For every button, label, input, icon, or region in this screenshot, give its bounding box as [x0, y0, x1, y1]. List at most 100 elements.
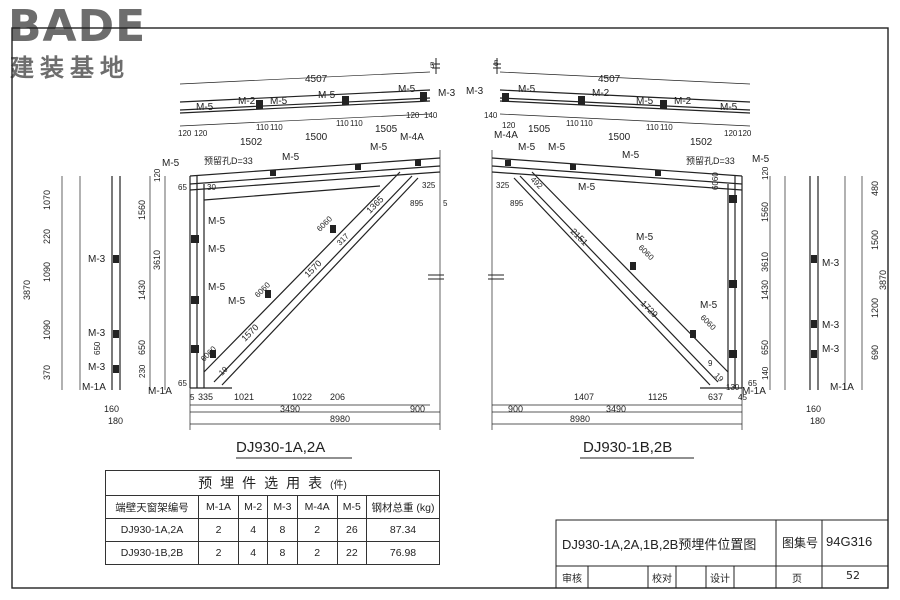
title-block-main-row: DJ930-1A,2A,1B,2B预埋件位置图 图集号 94G316 — [556, 520, 888, 564]
right-vert-dim-10: 120 — [761, 166, 770, 180]
right-part-18: M-1A — [742, 386, 766, 397]
title-block-sign-row: 审核 校对 设计 页 52 — [556, 566, 888, 586]
left-vert-dim-4: 370 — [42, 365, 52, 380]
right-part-11: M-5 — [578, 182, 596, 193]
right-diag-dim-3: 895 — [510, 199, 524, 208]
right-part-13: M-5 — [700, 300, 718, 311]
table-cell: 4 — [238, 541, 269, 565]
right-diag-dim-5: 6060 — [699, 313, 718, 332]
right-part-3: M-5 — [636, 96, 654, 107]
left-caption: DJ930-1A,2A — [236, 439, 325, 456]
left-part-3: M-5 — [318, 90, 336, 101]
right-top-small-8: 120 — [738, 129, 752, 138]
right-part-7: M-5 — [518, 142, 536, 153]
left-diag-dim-1: 1570 — [302, 258, 323, 279]
left-vert-dim-13: 65 — [178, 183, 187, 192]
left-top-small-5: 110 — [350, 119, 363, 128]
right-part-9: M-5 — [622, 150, 640, 161]
right-part-17: M-1A — [830, 382, 854, 393]
right-top-dim-2: 1500 — [608, 132, 631, 143]
right-top-small-7: 120 — [724, 129, 738, 138]
left-vert-dim-9: 650 — [137, 340, 147, 355]
left-diag-dim-5: 895 — [410, 199, 424, 208]
title-block: DJ930-1A,2A,1B,2B预埋件位置图 图集号 94G316 审核 校对… — [556, 520, 888, 586]
table-header-row: 端壁天窗架编号 M-1A M-2 M-3 M-4A M-5 钢材总重 (kg) — [105, 495, 440, 519]
right-top-small-6: 110 — [660, 123, 673, 132]
right-part-5: M-5 — [720, 102, 738, 113]
left-frame — [111, 89, 441, 390]
center-break-marks — [428, 58, 504, 280]
right-bottom-dim-2: 1125 — [648, 392, 667, 402]
right-top-dim-3: 1502 — [690, 137, 713, 148]
left-vert-dim-6: 1560 — [137, 200, 147, 220]
right-top-small-0: 140 — [484, 111, 498, 120]
left-part-13: M-4A — [400, 132, 424, 143]
right-bottom-dim-8: 130 — [726, 383, 740, 392]
set-number: 94G316 — [826, 534, 873, 549]
page-label: 页 — [792, 574, 802, 585]
left-diag-dim-0: 1570 — [239, 322, 260, 343]
right-part-8: M-5 — [548, 142, 566, 153]
right-vert-dim-7: 1430 — [760, 280, 770, 300]
right-diag-dim-9: 19 — [713, 371, 726, 384]
table-cell: 8 — [267, 518, 298, 542]
left-part-14: M-3 — [88, 254, 106, 265]
left-bottom-dim-2: 1022 — [292, 392, 312, 402]
left-bottom-dim-5: 900 — [410, 404, 425, 414]
table-cell: 76.98 — [366, 541, 440, 565]
title-block-frame — [555, 519, 889, 589]
left-vert-dim-11: 230 — [138, 364, 147, 378]
left-part-4: M-3 — [438, 88, 456, 99]
table-caption: 预埋件选用表 — [198, 475, 331, 491]
left-part-17: M-1A — [82, 382, 106, 393]
left-top-small-8: 5 — [430, 61, 435, 70]
left-top-small-0: 120 — [178, 129, 192, 138]
left-part-8: M-5 — [370, 142, 388, 153]
left-bottom-dim-0: 335 — [198, 392, 213, 402]
table-row: DJ930-1A,2A 2 4 8 2 26 87.34 — [105, 518, 440, 542]
left-vert-dim-14: 30 — [207, 183, 216, 192]
left-vert-dim-8: 1430 — [137, 280, 147, 300]
table-cell: 2 — [296, 518, 338, 542]
left-part-12: M-5 — [228, 296, 246, 307]
table-header: M-2 — [238, 495, 269, 519]
right-top-dim-0: 4507 — [598, 74, 621, 85]
right-diag-dim-1: 1729 — [639, 298, 660, 319]
logo-sub-text: 建装基地 — [10, 54, 130, 82]
right-dim-lines — [491, 71, 863, 430]
left-top-small-1: 120 — [194, 129, 208, 138]
left-part-15: M-3 — [88, 328, 106, 339]
right-vert-dim-4: 690 — [870, 345, 880, 360]
right-vert-dim-6: 3610 — [760, 252, 770, 272]
right-vert-dim-9: 140 — [761, 366, 770, 380]
table-unit: (件) — [330, 480, 347, 491]
right-part-16: M-3 — [822, 344, 840, 355]
left-bottom-dim-4: 3490 — [280, 404, 300, 414]
table-row: DJ930-1B,2B 2 4 8 2 22 76.98 — [105, 541, 440, 565]
table-header: M-3 — [267, 495, 298, 519]
right-diag-dim-0: 2151 — [569, 226, 590, 247]
left-part-7: M-5 — [282, 152, 300, 163]
left-diag-dim-3: 317 — [335, 231, 351, 247]
embedded-parts-table: 预埋件选用表(件) 端壁天窗架编号 M-1A M-2 M-3 M-4A M-5 … — [105, 470, 440, 565]
table-header: 端壁天窗架编号 — [105, 495, 199, 519]
right-diag-dim-6: 6060 — [711, 172, 720, 190]
right-vert-dim-0: 480 — [870, 181, 880, 196]
left-diag-dim-10: 5 — [190, 393, 195, 402]
left-part-11: M-5 — [208, 282, 226, 293]
right-bottom-dim-3: 637 — [708, 392, 723, 402]
left-top-small-4: 110 — [336, 119, 349, 128]
table-cell: 2 — [296, 541, 338, 565]
table-cell: DJ930-1B,2B — [105, 541, 199, 565]
left-top-dim-1: 1502 — [240, 137, 263, 148]
left-vert-dim-0: 1070 — [42, 190, 52, 210]
right-part-10: M-5 — [752, 154, 770, 165]
left-part-9: M-5 — [208, 216, 226, 227]
right-top-small-1: 5 — [494, 59, 499, 68]
right-part-4: M-2 — [674, 96, 692, 107]
table-cell: 2 — [197, 541, 240, 565]
left-part-18: M-1A — [148, 386, 172, 397]
table-cell: 26 — [336, 518, 368, 542]
right-vert-dim-5: 1560 — [760, 202, 770, 222]
left-bottom-dim-6: 8980 — [330, 414, 350, 424]
